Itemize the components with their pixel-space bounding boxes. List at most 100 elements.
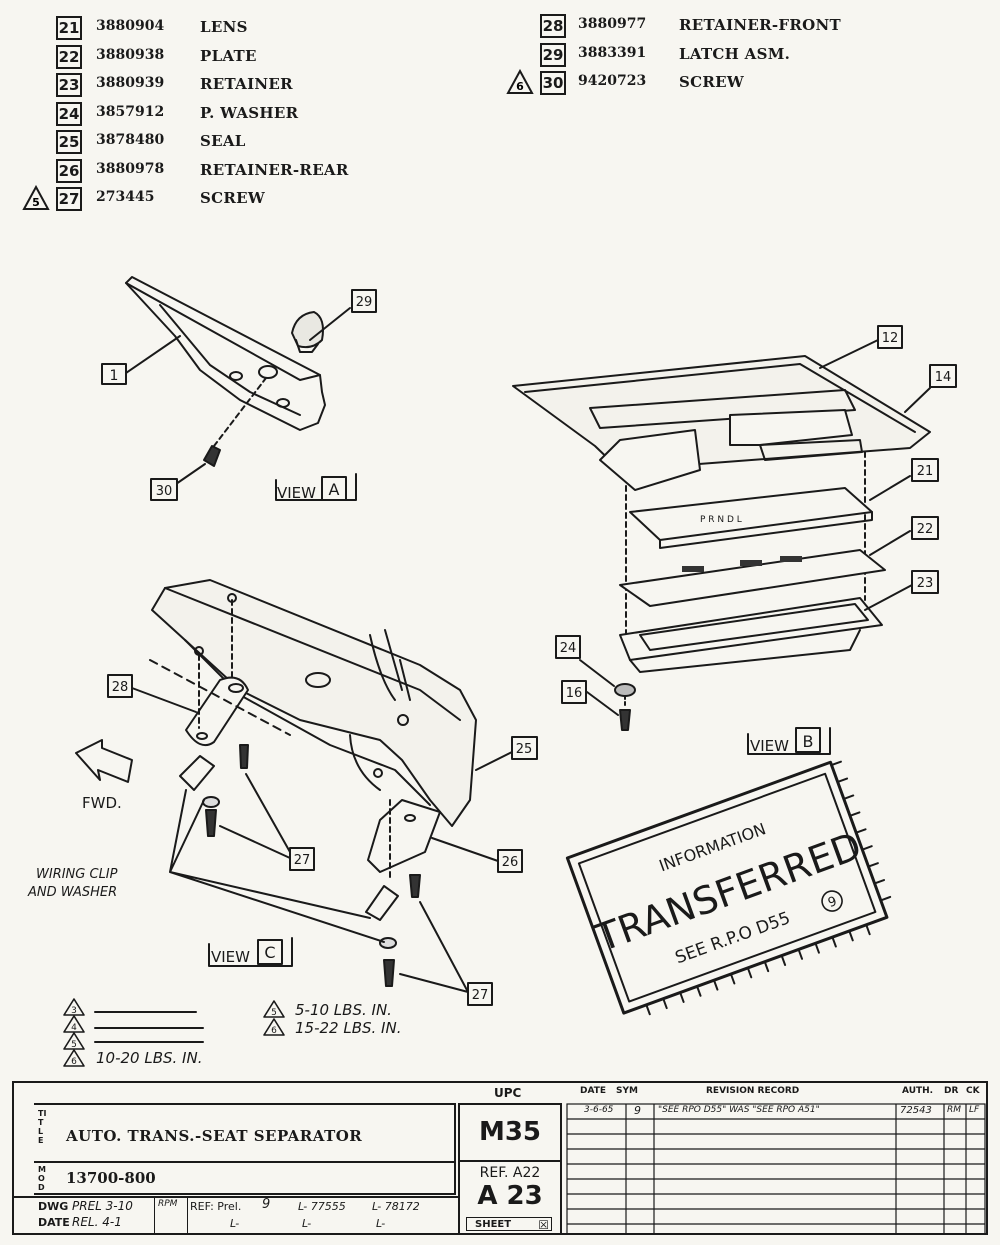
svg-text:VIEW: VIEW (277, 484, 316, 502)
sheet-box: SHEET ☒ (466, 1217, 552, 1232)
callout-16: 16 (561, 680, 587, 704)
callout-1: 1 (101, 363, 127, 385)
part-number-box: 22 (56, 44, 82, 69)
part-number-box: 21 (56, 16, 82, 40)
svg-text:C: C (264, 943, 275, 962)
dwg-label: DWG (38, 1200, 69, 1213)
part-code: 3857912 (96, 103, 165, 120)
part-row: 21 3880904 LENS (0, 14, 400, 43)
rev-auth: 72543 (900, 1105, 932, 1116)
ref-a23: A 23 (477, 1181, 543, 1211)
svg-text:25: 25 (516, 742, 533, 757)
view-c-illustration (75, 579, 513, 993)
part-row: 28 3880977 RETAINER-FRONT (500, 12, 900, 41)
rev-col-sym: SYM (616, 1086, 638, 1096)
part-name: SEAL (200, 132, 246, 150)
l-number: L- (302, 1217, 312, 1230)
svg-text:VIEW: VIEW (211, 948, 250, 966)
part-name: SCREW (200, 189, 266, 207)
svg-text:28: 28 (112, 680, 129, 695)
view-b-label: VIEW B (747, 727, 831, 755)
svg-text:14: 14 (935, 370, 952, 385)
torque-notes: 3 4 5 6 10-20 LBS. IN. 5 5-10 LBS. IN. 6… (63, 998, 401, 1067)
title-block: AUTO. TRANS.-SEAT SEPARATOR TITLE 13700-… (12, 1081, 988, 1235)
svg-text:27: 27 (472, 988, 489, 1003)
part-number-box: 29 (540, 42, 566, 67)
svg-text:6: 6 (271, 1026, 277, 1036)
callout-27-upper: 27 (289, 847, 315, 871)
callout-23: 23 (911, 570, 939, 594)
rev-col-dr: DR (944, 1086, 959, 1096)
svg-text:5: 5 (271, 1008, 277, 1018)
part-number-box: 24 (56, 101, 82, 126)
part-number-box: 23 (56, 73, 82, 97)
view-a-label: VIEW A (275, 473, 357, 502)
rev-col-date: DATE (580, 1086, 607, 1096)
mod-side-label: MOD (38, 1165, 46, 1192)
upc-code: M35 (478, 1117, 542, 1147)
revision-header: DATE SYM REVISION RECORD AUTH. DR CK (566, 1086, 986, 1100)
mod-cell: 13700-800 (34, 1163, 456, 1195)
part-number-box: 30 (540, 71, 566, 95)
transferred-stamp: INFORMATION TRANSFERRED SEE R.P.O D55 9 (565, 760, 892, 1016)
svg-text:4: 4 (71, 1023, 77, 1033)
part-row: 26 3880978 RETAINER-REAR (0, 157, 400, 186)
part-code: 3880977 (578, 16, 647, 32)
part-name: LENS (200, 18, 248, 36)
dwg-date-cell: DWG DATE PREL 3-10 REL. 4-1 RPM REF: Pre… (34, 1197, 456, 1233)
part-row: 24 3857912 P. WASHER (0, 100, 400, 129)
part-name: RETAINER (200, 75, 293, 93)
svg-text:5: 5 (71, 1040, 77, 1050)
callout-30: 30 (150, 478, 178, 501)
part-code: 3883391 (578, 44, 647, 61)
part-row: 22 3880938 PLATE (0, 43, 400, 72)
rev-date: 3-6-65 (584, 1105, 614, 1115)
l-number: L- (230, 1217, 240, 1230)
svg-text:P R N D L: P R N D L (700, 515, 742, 525)
upc-cell: M35 REF. A22 A 23 SHEET ☒ (458, 1103, 562, 1233)
part-number-box: 27 (56, 187, 82, 211)
ref-label: REF: Prel. (190, 1200, 242, 1213)
part-code: 273445 (96, 189, 155, 205)
part-code: 3880978 (96, 160, 165, 177)
exploded-view-drawing: 1 29 30 VIEW A P R N D L (27, 276, 957, 1067)
view-c-label: VIEW C (208, 937, 293, 967)
drawing-title: AUTO. TRANS.-SEAT SEPARATOR (66, 1127, 363, 1145)
svg-text:12: 12 (882, 331, 899, 346)
part-row: 25 3878480 SEAL (0, 128, 400, 157)
callout-12: 12 (877, 325, 903, 349)
title-cell: AUTO. TRANS.-SEAT SEPARATOR (34, 1103, 456, 1163)
part-name: RETAINER-REAR (200, 160, 349, 179)
parts-list-left: 21 3880904 LENS 22 3880938 PLATE 23 3880… (0, 14, 400, 214)
mod-number: 13700-800 (66, 1169, 156, 1187)
callout-25: 25 (511, 736, 538, 760)
svg-text:15-22 LBS. IN.: 15-22 LBS. IN. (295, 1019, 401, 1037)
wiring-clip-label: WIRING CLIP (36, 867, 118, 882)
rev-ck: LF (969, 1105, 980, 1115)
svg-text:23: 23 (917, 576, 934, 591)
callout-28: 28 (107, 674, 133, 698)
note-number: 5 (32, 196, 40, 209)
svg-text:5-10 LBS. IN.: 5-10 LBS. IN. (295, 1001, 392, 1019)
rev-col-auth: AUTH. (902, 1086, 934, 1096)
part-number-box: 26 (56, 158, 82, 183)
fwd-label: FWD. (82, 794, 122, 812)
part-name: SCREW (679, 73, 745, 91)
part-name: LATCH ASM. (679, 44, 791, 63)
ref-value: 9 (262, 1197, 271, 1212)
rev-dr: RM (947, 1105, 962, 1115)
callout-21: 21 (911, 458, 939, 482)
title-side-label: TITLE (38, 1109, 47, 1145)
part-code: 3880904 (96, 18, 165, 34)
sheet-label: SHEET (475, 1219, 512, 1230)
svg-text:VIEW: VIEW (750, 737, 789, 755)
callout-27-lower: 27 (467, 982, 493, 1006)
note-triangle-icon: 6 (506, 69, 534, 94)
svg-text:3: 3 (71, 1006, 77, 1016)
part-code: 3878480 (96, 132, 165, 148)
svg-text:30: 30 (156, 484, 173, 499)
svg-text:A: A (329, 480, 340, 499)
part-code: 3880939 (96, 75, 165, 91)
callout-14: 14 (929, 364, 957, 388)
part-number-box: 25 (56, 130, 82, 154)
